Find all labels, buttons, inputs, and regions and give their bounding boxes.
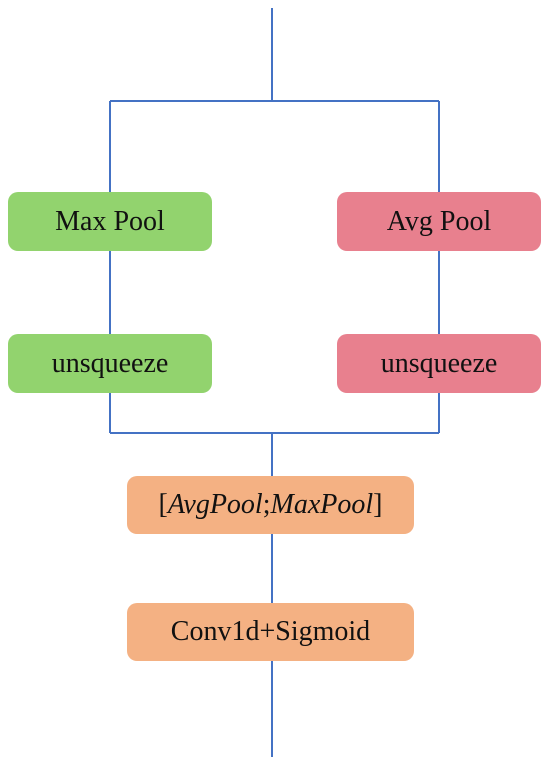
conv-sigmoid-box: Conv1d+Sigmoid	[127, 603, 414, 661]
unsqueeze-right-label: unsqueeze	[380, 347, 498, 379]
unsqueeze-left-label: unsqueeze	[51, 347, 169, 379]
unsqueeze-right-box: unsqueeze	[337, 334, 541, 393]
conv-sigmoid-label: Conv1d+Sigmoid	[170, 616, 371, 647]
concat-second-term: MaxPool	[270, 489, 374, 520]
concat-open-bracket: [	[158, 489, 168, 520]
unsqueeze-left-box: unsqueeze	[8, 334, 212, 393]
concat-separator: ;	[262, 489, 271, 520]
concat-box: [AvgPool;MaxPool]	[127, 476, 414, 534]
avg-pool-label: Avg Pool	[386, 205, 492, 237]
max-pool-box: Max Pool	[8, 192, 212, 251]
avg-pool-box: Avg Pool	[337, 192, 541, 251]
concat-first-term: AvgPool	[167, 489, 263, 520]
concat-close-bracket: ]	[373, 489, 383, 520]
max-pool-label: Max Pool	[55, 205, 165, 237]
